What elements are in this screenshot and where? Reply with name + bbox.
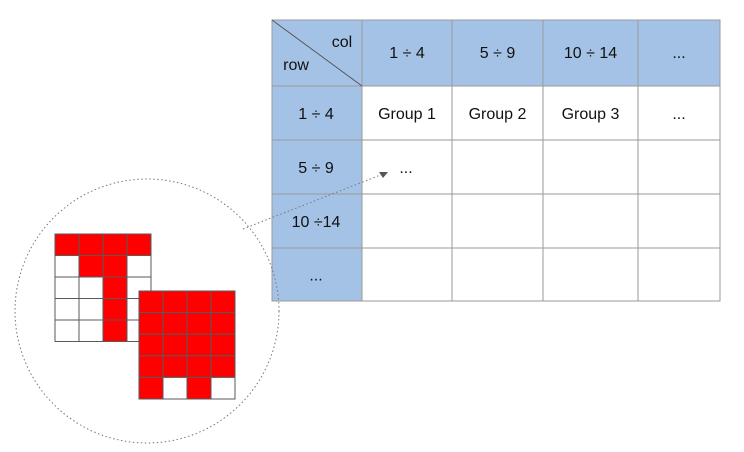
- corner-col-label: col: [332, 34, 352, 51]
- group-table: col row 1 ÷ 4 5 ÷ 9 10 ÷ 14... 1 ÷ 4 5 ÷ 9 10 ÷…: [271, 19, 721, 302]
- glyph-b-pixel-on: [186, 290, 212, 314]
- glyph-a-pixel-on: [102, 276, 128, 299]
- glyph-a-pixel-off: [126, 255, 152, 278]
- glyph-b-pixel-on: [138, 333, 164, 357]
- table-cell: [451, 139, 544, 195]
- row-header-label: 1 ÷ 4: [298, 106, 334, 123]
- glyph-b-pixel-off: [210, 376, 236, 400]
- glyph-b-pixel-on: [186, 333, 212, 357]
- glyph-b-pixel-on: [138, 312, 164, 335]
- glyph-b-pixel-on: [210, 312, 236, 335]
- glyph-b-pixel-on: [162, 312, 188, 335]
- zoom-inset: [14, 172, 388, 444]
- table-cell: [637, 247, 721, 302]
- table-cell: [542, 139, 639, 195]
- glyph-a-pixel-off: [54, 255, 80, 278]
- glyph-b-pixel-on: [162, 355, 188, 378]
- glyph-a-pixel-on: [78, 233, 104, 256]
- row-header-cell: [271, 247, 363, 302]
- zoom-circle: [14, 178, 280, 444]
- table-cell: [637, 139, 721, 195]
- col-header-label: 5 ÷ 9: [480, 45, 516, 62]
- cell-label: Group 2: [469, 106, 527, 123]
- table-cell: [451, 85, 544, 141]
- corner-row-label: row: [283, 57, 309, 74]
- table-cell: [637, 193, 721, 249]
- glyph-b-pixel-on: [210, 290, 236, 314]
- glyph-a-pixel-on: [126, 233, 152, 256]
- glyph-b-pixel-on: [186, 355, 212, 378]
- col-header-cell: [637, 19, 721, 87]
- glyph-b-pixel-on: [138, 355, 164, 378]
- corner-diagonal: [271, 19, 363, 87]
- glyph-a-pixel-on: [102, 255, 128, 278]
- table-cell: [361, 193, 453, 249]
- row-header-label: ...: [309, 268, 322, 285]
- glyph-a-pixel-off: [54, 276, 80, 299]
- table-cell: [637, 85, 721, 141]
- glyph-a-pixel-on: [102, 298, 128, 321]
- cell-label: Group 3: [562, 106, 620, 123]
- glyph-a-pixel-off: [78, 298, 104, 321]
- glyph-b-pixel-on: [186, 312, 212, 335]
- table-cell: [451, 247, 544, 302]
- glyph-a-pixel-on: [102, 319, 128, 342]
- row-header-cell: [271, 85, 363, 141]
- glyph-a-pixel-off: [54, 298, 80, 321]
- glyph-a-pixel-on: [54, 233, 80, 256]
- glyph-a-pixel-on: [78, 255, 104, 278]
- col-header-label: 1 ÷ 4: [389, 45, 425, 62]
- col-header-cell: [361, 19, 453, 87]
- glyph-b-pixel-on: [162, 333, 188, 357]
- glyph-b-pixel-off: [162, 376, 188, 400]
- col-header-label: 10 ÷ 14: [564, 45, 617, 62]
- glyph-a-pixel-off: [78, 319, 104, 342]
- zoom-pointer-line: [242, 173, 384, 230]
- table-cell: [361, 247, 453, 302]
- glyph-a-pixel-off: [78, 276, 104, 299]
- glyph-b-pixel-on: [186, 376, 212, 400]
- table-cell: [542, 193, 639, 249]
- col-header-cell: [451, 19, 544, 87]
- glyph-a-pixel-on: [102, 233, 128, 256]
- col-header-label: ...: [672, 45, 685, 62]
- glyph-b-pixel-on: [210, 333, 236, 357]
- table-cell: [361, 139, 453, 195]
- table-cell: [542, 247, 639, 302]
- row-header-label: 5 ÷ 9: [298, 160, 334, 177]
- glyph-b-pixel-on: [138, 290, 164, 314]
- glyph-b-pixel-on: [210, 355, 236, 378]
- zoom-pointer-arrowhead: [379, 172, 388, 178]
- row-header-label: 10 ÷14: [292, 214, 341, 231]
- glyph-a-pixel-off: [54, 319, 80, 342]
- table-cell: [451, 193, 544, 249]
- glyph-b-pixel-on: [138, 376, 164, 400]
- glyph-b-pixel-on: [162, 290, 188, 314]
- cell-label: Group 1: [378, 106, 436, 123]
- cell-label: ...: [672, 106, 685, 123]
- col-header-cell: [542, 19, 639, 87]
- cell-label: ...: [399, 160, 412, 177]
